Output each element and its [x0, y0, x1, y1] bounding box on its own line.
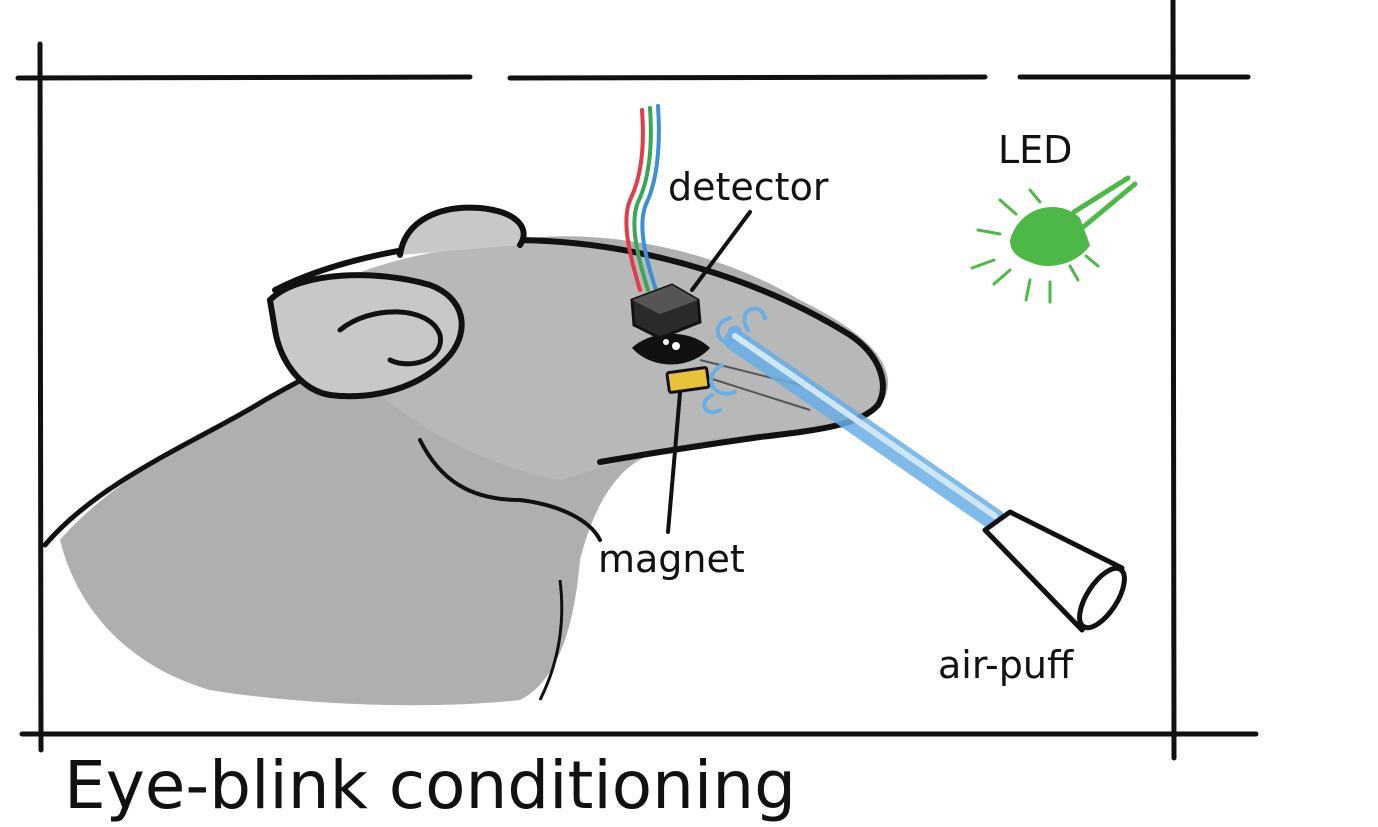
detector-pointer: [690, 210, 752, 292]
label-led: LED: [998, 128, 1072, 172]
detector: [630, 283, 702, 340]
frame: [15, 0, 1259, 761]
label-magnet: magnet: [598, 537, 745, 581]
label-air-puff: air-puff: [938, 643, 1074, 687]
label-detector: detector: [668, 165, 829, 209]
diagram-title: Eye-blink conditioning: [64, 747, 796, 824]
mouse-illustration: [42, 204, 889, 706]
air-puff-nozzle: [982, 509, 1127, 633]
detector-wires: [624, 104, 661, 292]
magnet: [665, 366, 711, 394]
air-tube: [724, 329, 1006, 531]
magnet-pointer: [666, 391, 682, 534]
mouse-eye: [632, 333, 710, 365]
led-icon: [970, 175, 1138, 304]
